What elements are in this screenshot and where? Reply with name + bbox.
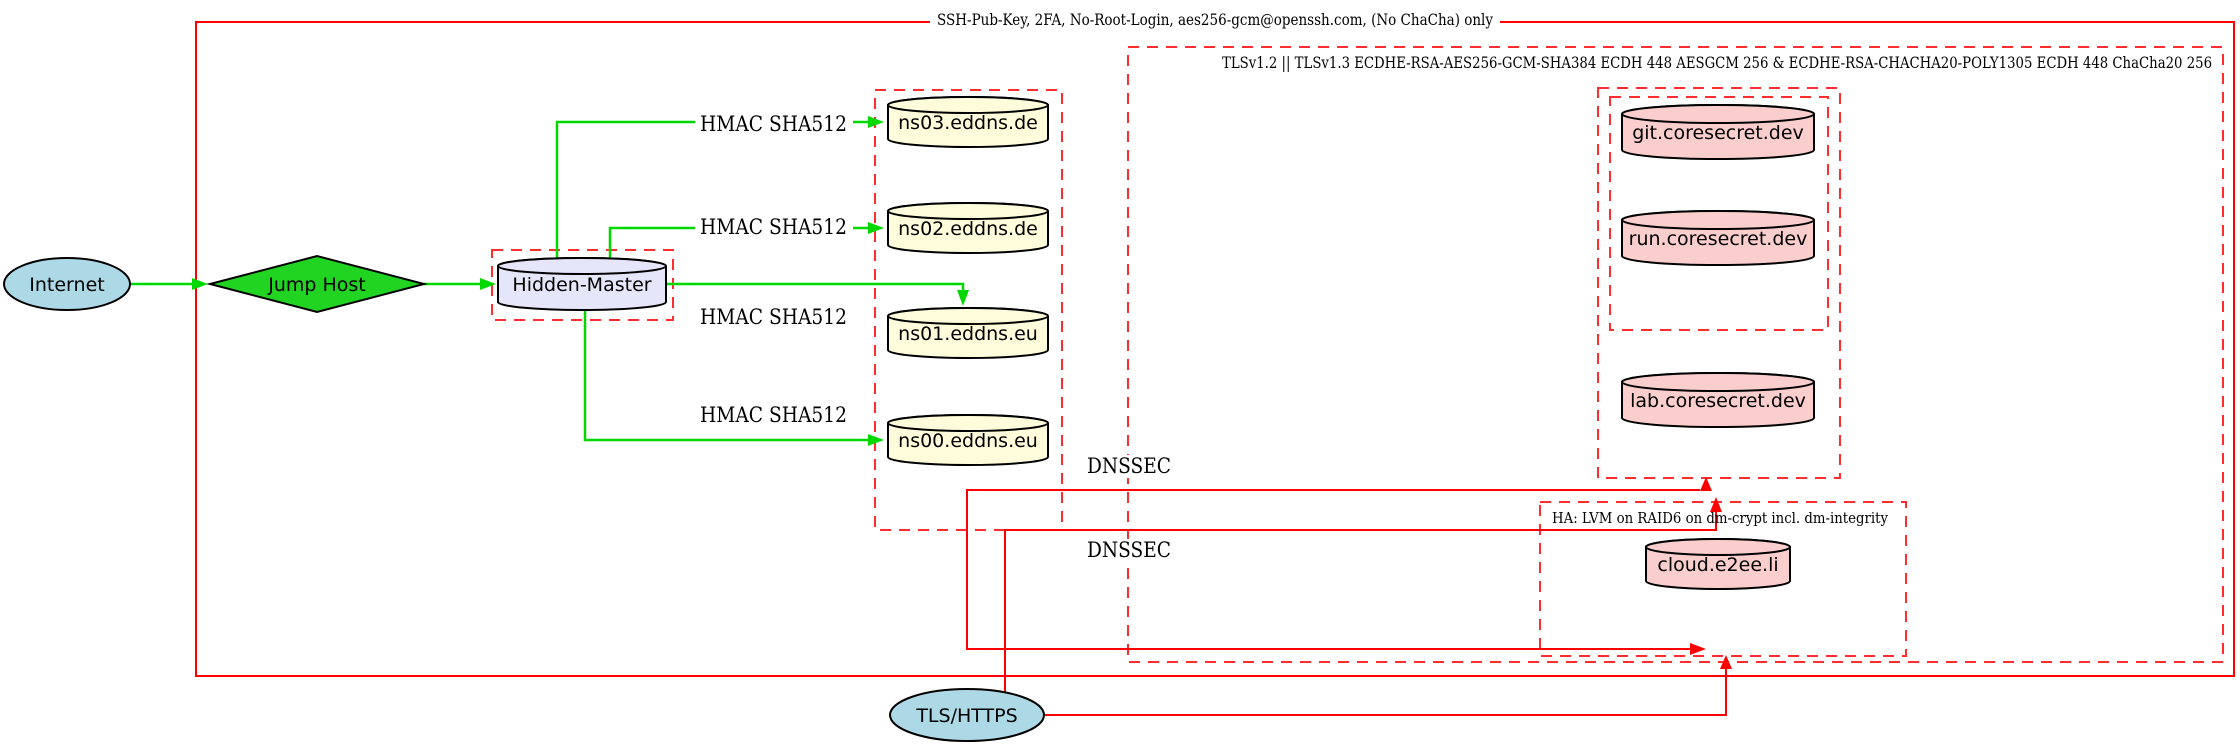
node-jump-host: Jump Host — [206, 254, 428, 314]
node-tls-https: TLS/HTTPS — [889, 688, 1045, 742]
arrowhead-icon — [868, 116, 884, 128]
edge-internet-jumphost — [131, 278, 208, 290]
label-bg — [695, 404, 853, 427]
edge-hiddenmaster-ns03 — [555, 116, 884, 266]
node-cloud-e2ee: cloud.e2ee.li — [1645, 538, 1791, 590]
node-internet: Internet — [3, 257, 131, 311]
arrowhead-icon — [1720, 655, 1732, 669]
edge-label-hmac-ns03: HMAC SHA512 — [700, 112, 847, 136]
node-ns03: ns03.eddns.de — [887, 96, 1049, 148]
edge-label-hmac-ns01: HMAC SHA512 — [700, 305, 847, 329]
label-bg — [930, 9, 1500, 29]
node-hidden-master: Hidden-Master — [497, 257, 667, 311]
edge-hiddenmaster-ns00 — [583, 302, 884, 446]
node-run-coresecret: run.coresecret.dev — [1621, 210, 1815, 266]
arrowhead-icon — [1700, 477, 1712, 491]
node-git-coresecret: git.coresecret.dev — [1621, 104, 1815, 160]
tls-cluster-label: TLSv1.2 || TLSv1.3 ECDHE-RSA-AES256-GCM-… — [1222, 53, 2212, 72]
label-bg — [1082, 539, 1176, 562]
node-ns03-label: ns03.eddns.de — [898, 112, 1038, 134]
node-ns01: ns01.eddns.eu — [887, 307, 1049, 359]
label-bg — [695, 113, 853, 136]
node-jump-host-label: Jump Host — [267, 274, 366, 296]
arrowhead-icon — [868, 222, 884, 234]
arrowhead-icon — [1690, 643, 1706, 655]
label-bg — [1082, 455, 1176, 478]
ha-cluster-box — [1539, 501, 1907, 657]
arrowhead-icon — [192, 278, 208, 290]
node-lab-label: lab.coresecret.dev — [1630, 390, 1806, 412]
node-ns00: ns00.eddns.eu — [887, 414, 1049, 466]
ssh-cluster-label: SSH-Pub-Key, 2FA, No-Root-Login, aes256-… — [937, 10, 1493, 29]
edge-jumphost-hiddenmaster — [424, 278, 496, 290]
arrowhead-icon — [868, 434, 884, 446]
edge-tlshttps-ha — [1044, 655, 1732, 716]
ssh-cluster-box — [195, 21, 2235, 677]
edge-label-hmac-ns02: HMAC SHA512 — [700, 215, 847, 239]
dns-cluster-box — [874, 89, 1063, 531]
edge-label-dnssec-2: DNSSEC — [1087, 538, 1171, 562]
node-run-label: run.coresecret.dev — [1629, 228, 1808, 250]
node-ns00-label: ns00.eddns.eu — [898, 430, 1038, 452]
edge-tlshttps-coresecret — [1004, 497, 1722, 692]
node-cloud-label: cloud.e2ee.li — [1657, 554, 1778, 576]
node-git-label: git.coresecret.dev — [1632, 122, 1804, 144]
edge-dns-ha-dnssec — [966, 530, 1706, 655]
node-hidden-master-label: Hidden-Master — [512, 274, 651, 296]
edge-hiddenmaster-ns01 — [666, 282, 969, 306]
node-ns02: ns02.eddns.de — [887, 202, 1049, 254]
coresecret-outer-cluster-box — [1597, 87, 1841, 479]
node-tls-https-label: TLS/HTTPS — [915, 705, 1017, 727]
arrowhead-icon — [480, 278, 496, 290]
arrowhead-icon — [957, 290, 969, 306]
node-ns01-label: ns01.eddns.eu — [898, 323, 1038, 345]
label-bg — [695, 306, 853, 329]
label-bg — [695, 216, 853, 239]
ha-cluster-label: HA: LVM on RAID6 on dm-crypt incl. dm-in… — [1552, 509, 1888, 527]
node-internet-label: Internet — [29, 274, 104, 296]
coresecret-inner-cluster-box — [1609, 96, 1829, 331]
arrowhead-icon — [1710, 497, 1722, 512]
edge-label-dnssec-1: DNSSEC — [1087, 454, 1171, 478]
node-ns02-label: ns02.eddns.de — [898, 218, 1038, 240]
edge-label-hmac-ns00: HMAC SHA512 — [700, 403, 847, 427]
node-lab-coresecret: lab.coresecret.dev — [1621, 372, 1815, 428]
edge-dns-coresecret-dnssec — [966, 477, 1712, 530]
